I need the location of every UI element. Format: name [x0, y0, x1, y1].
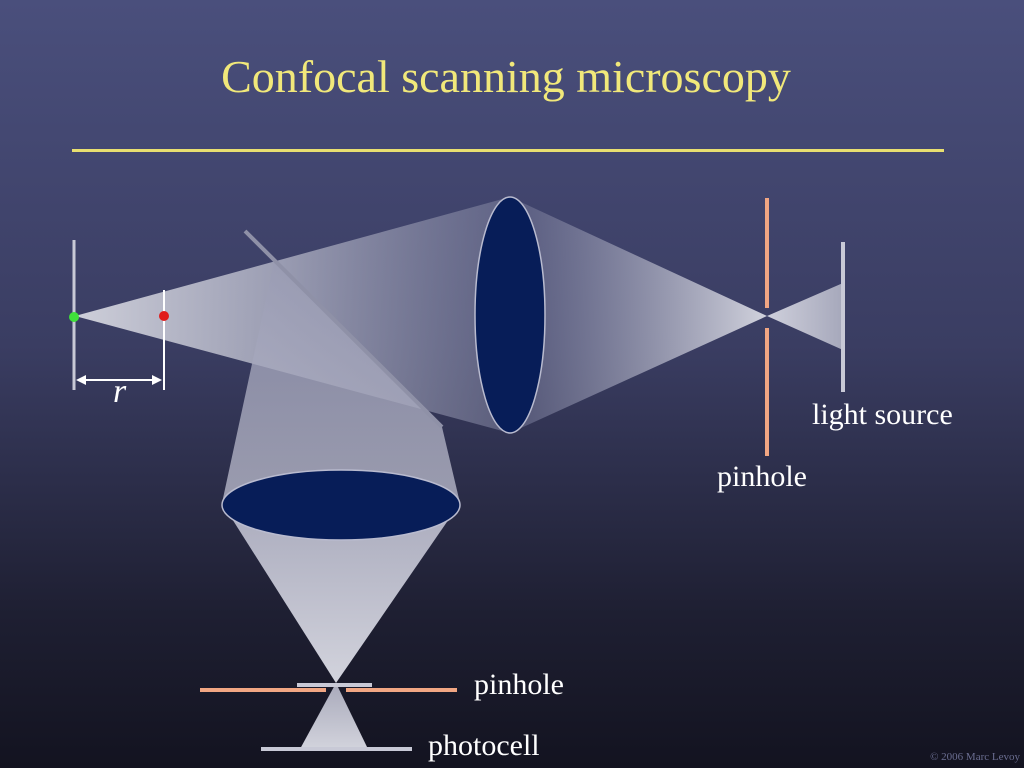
pinhole-lower-label: pinhole: [474, 668, 564, 701]
r-arrow-left: [76, 375, 86, 385]
right-light-cone: [510, 197, 767, 433]
r-label: r: [113, 373, 127, 410]
slide-title: Confocal scanning microscopy: [221, 51, 791, 102]
title-underline: [72, 149, 944, 152]
photocell-light-cone: [300, 683, 368, 749]
pinhole-upper-label: pinhole: [717, 460, 807, 493]
light-source-label: light source: [812, 398, 953, 431]
detector-light-cone: [222, 503, 460, 683]
copyright-notice: © 2006 Marc Levoy: [930, 751, 1020, 763]
r-arrow-right: [152, 375, 162, 385]
source-light-cone: [767, 283, 843, 350]
in-focus-point: [69, 312, 79, 322]
out-of-focus-point: [159, 311, 169, 321]
photocell-label: photocell: [428, 729, 540, 762]
reflected-light-cone: [222, 262, 460, 503]
objective-lens: [474, 196, 546, 434]
beam-splitter: [243, 229, 444, 429]
detector-lens: [221, 469, 461, 541]
